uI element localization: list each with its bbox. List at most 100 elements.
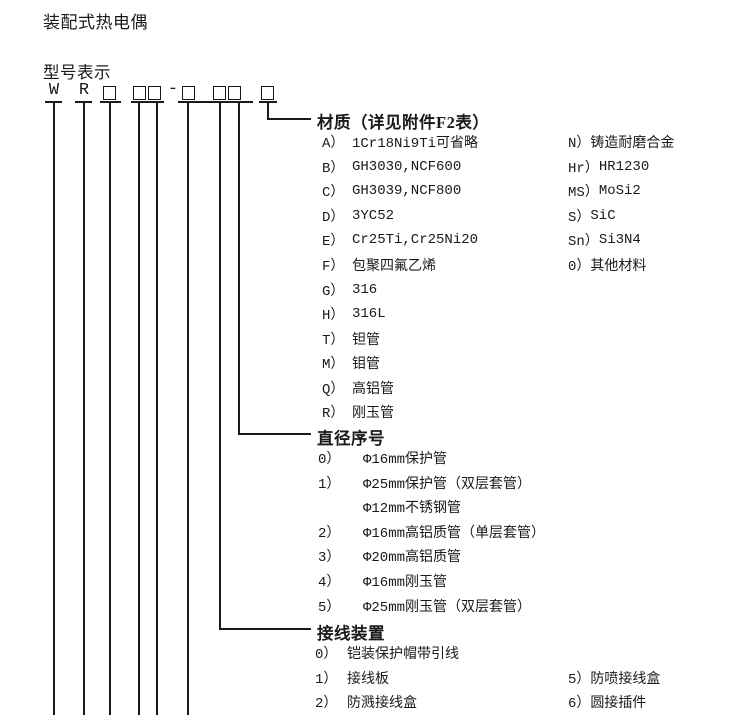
item-label: Si3N4	[598, 232, 641, 249]
code-letter-r: R	[78, 81, 90, 100]
code-box	[228, 86, 241, 100]
code-underline	[75, 101, 92, 103]
model-designation-heading: 型号表示	[43, 63, 111, 82]
list-item: Sn）Si3N4	[568, 228, 674, 253]
list-item: 5） Φ25mm刚玉管（双层套管）	[318, 593, 545, 618]
item-key: T）	[322, 332, 345, 349]
item-label: Φ16mm刚玉管	[363, 575, 448, 591]
leader-line-material	[267, 103, 269, 120]
list-item: C）GH3039,NCF800	[322, 179, 478, 204]
code-box	[103, 86, 116, 100]
list-item: M） 钼管	[322, 351, 478, 376]
code-underline	[259, 101, 277, 103]
list-item: H）316L	[322, 302, 478, 327]
list-item: F） 包聚四氟乙烯	[322, 253, 478, 278]
code-letter-w: W	[48, 81, 60, 100]
item-label: Φ16mm高铝质管（单层套管）	[363, 525, 546, 542]
item-label: 包聚四氟乙烯	[352, 259, 436, 275]
leader-line	[53, 103, 55, 715]
item-key: B）	[322, 160, 345, 177]
item-label: GH3030,NCF600	[352, 158, 462, 175]
item-key: C）	[322, 185, 345, 202]
item-key: 0）	[315, 647, 338, 664]
item-key: A）	[322, 136, 345, 153]
item-key: 2）	[315, 696, 338, 713]
item-key: 6）	[568, 696, 591, 713]
wiring-list-right: 5）防喷接线盒 6）圆接插件	[568, 666, 660, 715]
list-item: 1） Φ25mm保护管（双层套管）	[318, 471, 545, 496]
item-label: 3YC52	[352, 207, 395, 224]
item-label: 1Cr18Ni9Ti可省略	[352, 136, 479, 153]
list-item: 0） 铠装保护帽带引线	[315, 641, 459, 666]
leader-line-diameter	[238, 433, 311, 435]
list-item: E）Cr25Ti,Cr25Ni20	[322, 228, 478, 253]
code-underline	[131, 101, 164, 103]
item-key: 1）	[318, 476, 341, 493]
code-box	[133, 86, 146, 100]
item-label: 钽管	[352, 332, 380, 349]
item-label: 防喷接线盒	[590, 671, 661, 688]
list-item: N）铸造耐磨合金	[568, 130, 674, 155]
item-label: Φ25mm保护管（双层套管）	[363, 476, 532, 493]
item-key: 5）	[568, 671, 591, 688]
list-item: B） GH3030,NCF600	[322, 155, 478, 180]
item-key: 5）	[318, 599, 341, 616]
list-item: 1）接线板	[315, 666, 459, 691]
code-box	[261, 86, 274, 100]
item-label: 防溅接线盒	[347, 696, 417, 713]
code-box	[213, 86, 226, 100]
item-key: 3）	[318, 550, 341, 567]
item-label: 刚玉管	[352, 406, 394, 423]
section-title-material: 材质（详见附件F2表）	[317, 113, 490, 132]
item-key: 0）	[318, 452, 341, 469]
list-item: 2） Φ16mm高铝质管（单层套管）	[318, 520, 545, 545]
item-key: Q）	[322, 381, 345, 398]
item-label: 铸造耐磨合金	[590, 136, 675, 153]
list-item: 0）其他材料	[568, 253, 674, 278]
item-key: 4）	[318, 575, 341, 591]
material-list-right: N）铸造耐磨合金 Hr）HR1230 MS）MoSi2 S）SiC Sn）Si3…	[568, 130, 674, 277]
item-key: G）	[322, 283, 345, 300]
leader-line	[83, 103, 85, 715]
item-key: H）	[322, 308, 345, 325]
leader-line-material	[267, 118, 311, 120]
item-label: 钼管	[352, 357, 380, 374]
item-label: HR1230	[598, 158, 650, 175]
list-item: 2） 防溅接线盒	[315, 690, 459, 715]
list-item: 0） Φ16mm保护管	[318, 446, 545, 471]
code-box	[148, 86, 161, 100]
diameter-list: 0） Φ16mm保护管 1） Φ25mm保护管（双层套管） Φ12mm不锈钢管 2）…	[318, 446, 545, 618]
item-label: Φ25mm刚玉管（双层套管）	[363, 599, 532, 616]
item-key: 2）	[318, 525, 341, 542]
section-title-diameter: 直径序号	[317, 429, 385, 448]
item-label: 铠装保护帽带引线	[347, 647, 459, 664]
section-title-wiring: 接线装置	[317, 624, 385, 643]
item-key: N）	[568, 136, 591, 153]
list-item: MS）MoSi2	[568, 179, 674, 204]
list-item: A） 1Cr18Ni9Ti可省略	[322, 130, 478, 155]
item-key: Sn）	[568, 234, 599, 251]
item-key: E）	[322, 234, 345, 251]
item-label: Φ16mm保护管	[363, 452, 448, 469]
leader-line-diameter	[238, 103, 240, 435]
list-item: Q） 高铝管	[322, 375, 478, 400]
leader-line	[138, 103, 140, 715]
item-key: Hr）	[568, 160, 599, 177]
item-label: Φ12mm不锈钢管	[363, 501, 462, 518]
list-item: R）刚玉管	[322, 400, 478, 425]
list-item: Φ12mm不锈钢管	[318, 495, 545, 520]
leader-line	[109, 103, 111, 715]
item-label: 圆接插件	[590, 696, 647, 713]
page-title: 装配式热电偶	[43, 13, 148, 32]
list-item: 5）防喷接线盒	[568, 666, 660, 691]
leader-line-wiring	[219, 628, 311, 630]
item-label: 高铝管	[352, 381, 394, 398]
code-dash: -	[167, 80, 179, 99]
item-key: MS）	[568, 185, 599, 202]
leader-line	[187, 103, 189, 715]
item-key: M）	[322, 357, 345, 374]
item-key: F）	[322, 259, 345, 275]
list-item: Hr）HR1230	[568, 155, 674, 180]
material-list-left: A） 1Cr18Ni9Ti可省略 B） GH3030,NCF600 C）GH3039…	[322, 130, 478, 425]
code-box	[182, 86, 195, 100]
